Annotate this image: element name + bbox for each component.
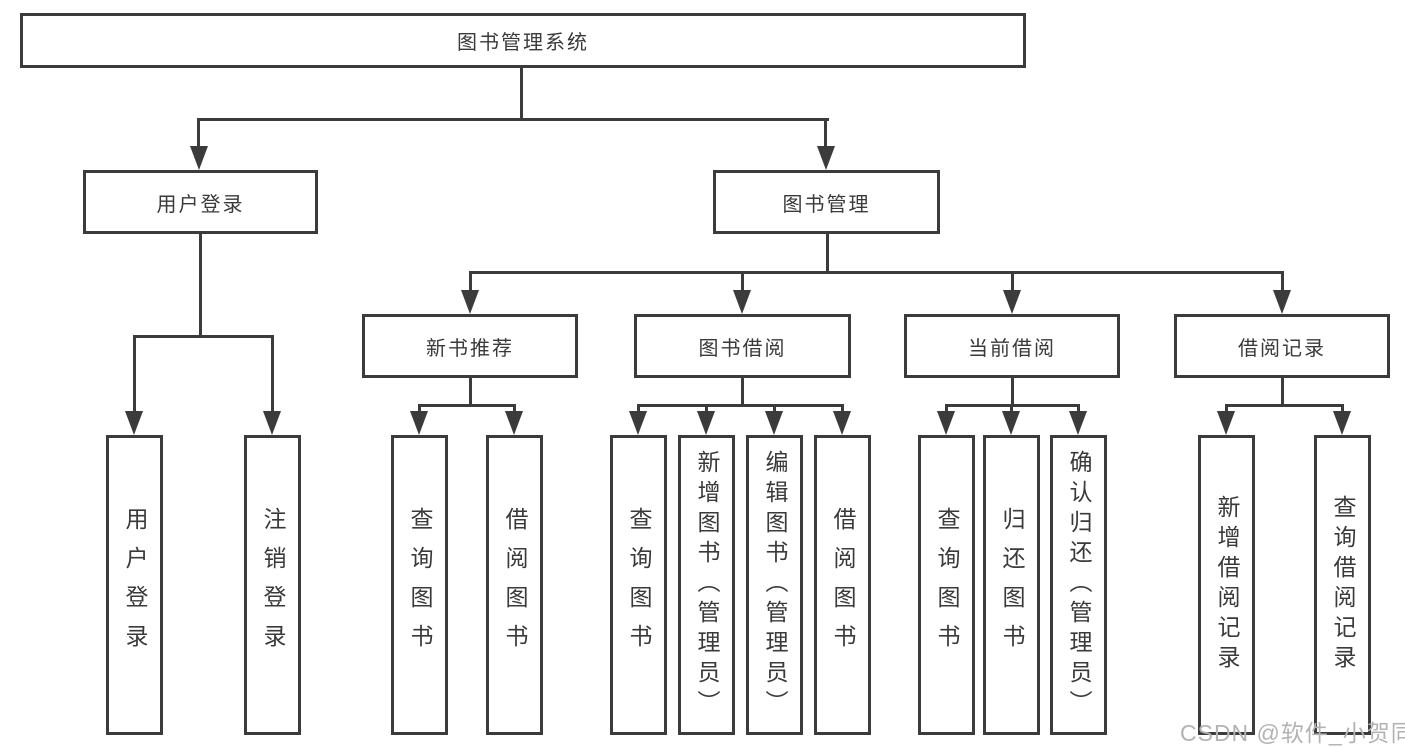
leaf-borrowing-add-books-admin-label: 新增图书（管理员） — [694, 450, 720, 720]
edge-root-rail — [198, 118, 829, 121]
node-user-login: 用户登录 — [83, 170, 318, 234]
node-current-borrowing-label: 当前借阅 — [968, 337, 1056, 360]
leaf-current-confirm-return-admin: 确认归还（管理员） — [1050, 435, 1107, 735]
arrow-recommend-borrow-icon — [512, 404, 516, 411]
node-new-book-recommend: 新书推荐 — [362, 314, 578, 378]
arrow-to-book-management-icon — [824, 118, 827, 146]
leaf-recommend-query-books: 查询图书 — [391, 435, 448, 735]
leaf-borrowing-edit-books-admin: 编辑图书（管理员） — [746, 435, 803, 735]
leaf-recommend-query-books-label: 查询图书 — [407, 507, 433, 663]
leaf-borrowing-borrow-books: 借阅图书 — [814, 435, 871, 735]
node-book-borrowing: 图书借阅 — [634, 314, 851, 378]
leaf-user-login: 用户登录 — [106, 435, 163, 735]
arrow-to-records-icon — [1280, 271, 1284, 290]
arrow-recommend-query-icon — [417, 404, 421, 411]
leaf-user-login-label: 用户登录 — [122, 507, 148, 663]
csdn-watermark: CSDN @软件_小贺同学 — [1180, 720, 1405, 746]
node-root-label: 图书管理系统 — [457, 32, 589, 54]
edge-borrowing-rail — [636, 404, 844, 407]
leaf-logout: 注销登录 — [244, 435, 301, 735]
leaf-borrowing-query-books: 查询图书 — [610, 435, 667, 735]
node-borrowing-records: 借阅记录 — [1174, 314, 1390, 378]
leaf-recommend-borrow-books: 借阅图书 — [486, 435, 543, 735]
leaf-current-return-books: 归还图书 — [983, 435, 1040, 735]
leaf-borrowing-query-books-label: 查询图书 — [626, 507, 652, 663]
node-user-login-label: 用户登录 — [156, 193, 245, 216]
arrow-borrowing-edit-icon — [772, 404, 776, 411]
node-book-management-label: 图书管理 — [782, 193, 871, 216]
node-new-book-recommend-label: 新书推荐 — [426, 337, 514, 360]
node-borrowing-records-label: 借阅记录 — [1238, 337, 1326, 360]
leaf-records-query-record-label: 查询借阅记录 — [1330, 495, 1356, 675]
edge-recommend-rail — [417, 404, 516, 407]
arrow-current-return-icon — [1009, 404, 1013, 411]
leaf-current-return-books-label: 归还图书 — [999, 507, 1025, 663]
leaf-records-add-record: 新增借阅记录 — [1198, 435, 1255, 735]
arrow-to-leaf-user-login-icon — [132, 335, 136, 411]
edge-records-rail — [1224, 404, 1344, 407]
edge-borrowing-stub — [740, 376, 744, 407]
arrow-current-confirm-icon — [1076, 404, 1080, 411]
node-root-library-system: 图书管理系统 — [20, 13, 1026, 68]
leaf-borrowing-add-books-admin: 新增图书（管理员） — [678, 435, 735, 735]
leaf-current-query-books: 查询图书 — [918, 435, 975, 735]
leaf-borrowing-edit-books-admin-label: 编辑图书（管理员） — [762, 450, 788, 720]
arrow-to-current-icon — [1010, 271, 1014, 290]
edge-records-stub — [1280, 376, 1284, 407]
arrow-to-recommend-icon — [468, 271, 472, 290]
edge-user-login-stub — [198, 232, 202, 338]
arrow-to-borrowing-icon — [740, 271, 744, 290]
edge-recommend-stub — [468, 376, 472, 407]
arrow-records-add-icon — [1224, 404, 1228, 411]
edge-book-management-rail — [468, 271, 1284, 274]
arrow-records-query-icon — [1340, 404, 1344, 411]
leaf-current-query-books-label: 查询图书 — [934, 507, 960, 663]
edge-user-login-rail — [132, 335, 274, 338]
leaf-records-add-record-label: 新增借阅记录 — [1214, 495, 1240, 675]
arrow-borrowing-query-icon — [636, 404, 640, 411]
arrow-current-query-icon — [944, 404, 948, 411]
leaf-recommend-borrow-books-label: 借阅图书 — [502, 507, 528, 663]
arrow-to-leaf-logout-icon — [270, 335, 274, 411]
edge-book-management-stub — [825, 232, 829, 274]
leaf-logout-label: 注销登录 — [260, 507, 286, 663]
leaf-current-confirm-return-admin-label: 确认归还（管理员） — [1066, 450, 1092, 720]
node-book-management: 图书管理 — [713, 170, 940, 234]
leaf-borrowing-borrow-books-label: 借阅图书 — [830, 507, 856, 663]
arrow-borrowing-add-icon — [704, 404, 708, 411]
edge-current-stub — [1010, 376, 1014, 407]
arrow-to-user-login-icon — [197, 118, 200, 146]
leaf-records-query-record: 查询借阅记录 — [1314, 435, 1371, 735]
edge-root-stub — [520, 67, 523, 121]
node-book-borrowing-label: 图书借阅 — [698, 337, 787, 360]
arrow-borrowing-borrow-icon — [840, 404, 844, 411]
node-current-borrowing: 当前借阅 — [904, 314, 1120, 378]
